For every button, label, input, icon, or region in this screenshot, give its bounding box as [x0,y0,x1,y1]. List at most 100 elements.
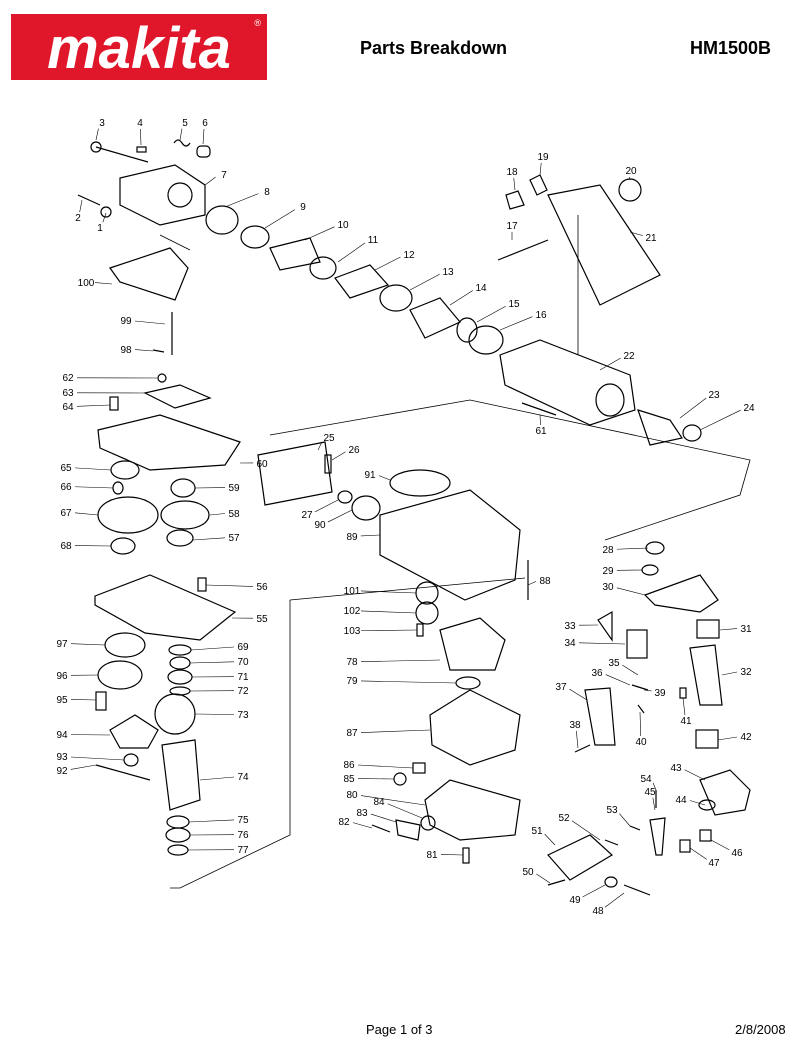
leader-line-73 [194,713,235,715]
part-label-5: 5 [182,118,188,129]
part-label-66: 66 [60,482,72,493]
part-drawing-50 [547,879,566,886]
part-label-92: 92 [56,766,68,777]
part-label-89: 89 [346,532,358,543]
part-drawing-9 [240,225,270,249]
leader-line-9 [264,209,296,229]
part-drawing-80 [424,779,521,841]
leader-line-103 [360,629,418,631]
leader-line-83 [370,813,397,823]
part-label-52: 52 [558,813,570,824]
leader-line-90 [327,509,353,523]
part-drawing-61 [521,402,557,416]
part-label-87: 87 [346,728,358,739]
part-drawing-38 [574,744,591,753]
guide-line-bottom [170,600,291,889]
part-drawing-19 [529,174,548,196]
registered-mark: ® [254,18,261,28]
part-label-25: 25 [323,433,335,444]
part-drawing-71 [167,669,193,685]
leader-line-70 [189,661,235,664]
part-drawing-97 [104,632,146,658]
part-label-28: 28 [602,545,614,556]
part-label-73: 73 [237,710,249,721]
makita-logo: makita ® [11,14,267,80]
part-drawing-17 [497,239,549,261]
part-label-37: 37 [555,682,567,693]
part-drawing-77 [167,844,189,856]
leader-line-89 [360,534,381,537]
leader-line-69 [190,646,235,651]
leader-line-12 [374,256,401,271]
leader-line-30 [616,587,646,596]
part-label-15: 15 [508,299,520,310]
part-drawing-67 [97,496,159,534]
part-drawing-53 [629,825,641,831]
part-label-90: 90 [314,520,326,531]
part-drawing-103 [416,623,424,637]
part-drawing-60 [97,414,241,471]
part-label-74: 74 [237,772,249,783]
part-drawing-63 [143,384,212,409]
leader-lines [70,128,741,908]
part-drawing-101 [415,581,439,605]
leader-line-47 [689,847,707,860]
leader-line-18 [513,177,516,191]
leader-line-80 [360,795,426,806]
part-drawing-12 [334,264,390,299]
part-drawing-23 [637,409,683,446]
part-drawing-11 [309,256,337,280]
part-label-71: 71 [237,672,249,683]
leader-line-11 [337,242,366,263]
logo-wordmark: makita [47,16,231,80]
part-label-4: 4 [137,118,143,129]
part-drawing-10 [269,237,321,271]
leader-line-66 [74,486,114,489]
leader-line-41 [682,697,686,716]
leader-line-44 [689,800,706,806]
part-label-95: 95 [56,695,68,706]
part-label-35: 35 [608,658,620,669]
part-drawings [77,139,751,896]
guide-line-frame [269,399,751,541]
part-drawing-32 [689,644,723,706]
part-label-86: 86 [343,760,355,771]
part-drawing-28 [645,541,665,555]
part-drawing-49 [604,876,618,888]
part-drawing-84 [420,815,436,831]
part-drawing-91 [389,469,451,497]
leader-line-87 [360,729,431,733]
leader-line-22 [599,357,621,371]
part-drawing-6 [196,145,211,158]
part-label-60: 60 [256,459,268,470]
leader-line-74 [199,776,235,781]
part-drawing-31 [696,619,720,639]
part-label-33: 33 [564,621,576,632]
leader-line-98 [134,349,154,352]
leader-line-53 [619,813,631,827]
part-label-20: 20 [625,166,637,177]
leader-line-99 [134,320,166,325]
part-drawing-42 [695,729,719,749]
part-drawing-8 [205,205,239,235]
leader-line-65 [74,467,112,471]
part-label-8: 8 [264,187,270,198]
part-label-41: 41 [680,716,692,727]
part-drawing-55 [94,574,237,641]
leader-line-2 [79,199,83,213]
part-label-39: 39 [654,688,666,699]
leader-line-50 [536,873,551,884]
part-label-99: 99 [120,316,132,327]
part-drawing-74 [161,739,201,811]
part-drawing-75 [166,815,190,829]
part-label-50: 50 [522,867,534,878]
part-label-49: 49 [569,895,581,906]
part-drawing-7 [119,164,206,226]
part-drawing-37 [584,687,616,746]
leader-line-61 [539,414,541,426]
part-label-17: 17 [506,221,518,232]
model-number: HM1500B [690,38,772,58]
leader-line-40 [639,711,642,737]
leader-line-4 [140,128,142,146]
